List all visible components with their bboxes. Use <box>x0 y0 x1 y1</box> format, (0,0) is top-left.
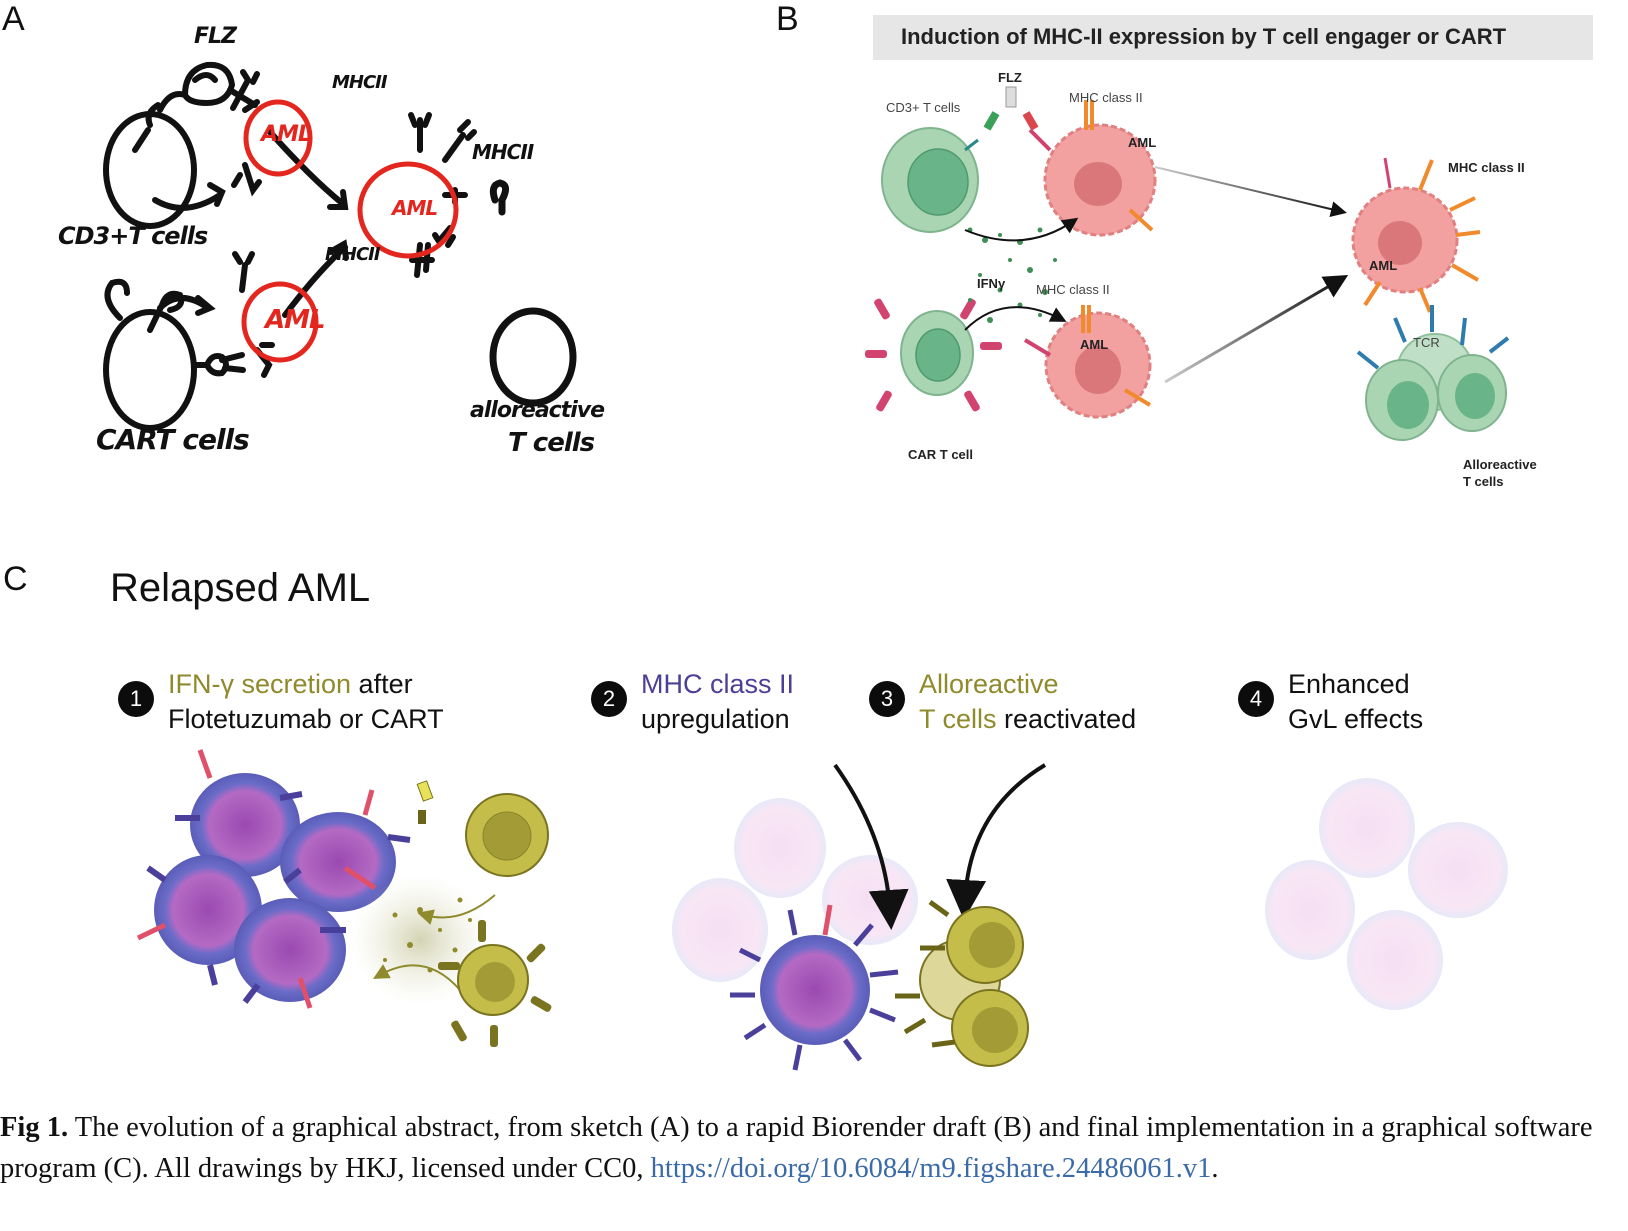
aml-cell-right <box>1351 157 1481 313</box>
aml-cell-right-circle <box>357 161 459 259</box>
step-3: 3 Alloreactive T cells reactivated <box>869 667 1136 737</box>
panel-b-title: Induction of MHC-II expression by T cell… <box>901 24 1507 49</box>
car-receptor-icon <box>104 278 185 333</box>
label-alloreactive: Alloreactive <box>1463 457 1537 472</box>
sketch-aml-right-label: AML <box>392 196 438 220</box>
label-ifny: IFNγ <box>977 276 1006 291</box>
faded-blast-cells-step2 <box>672 798 918 982</box>
arrow-aml-bottom-to-right <box>282 244 348 318</box>
sketch-cart-label: CART cells <box>96 423 250 456</box>
arrow-to-alloreactive-cells <box>946 763 1047 920</box>
flz-antibody-icon <box>145 61 236 128</box>
panel-c-illustration <box>136 749 1508 1071</box>
arrow-cart-to-aml <box>964 306 1067 331</box>
step-number-badge: 4 <box>1238 681 1274 717</box>
cd3-t-cell <box>881 127 979 233</box>
aml-cell-bottom-circle <box>241 281 319 363</box>
olive-car-t-cell <box>438 920 552 1047</box>
step-2-highlight: MHC class II <box>641 669 795 699</box>
sketch-t-cells-label: T cells <box>508 428 595 458</box>
panel-c-title: Relapsed AML <box>110 566 371 610</box>
caption-label: Fig 1. <box>0 1112 69 1143</box>
sketch-alloreactive-label: alloreactive <box>470 398 605 423</box>
caption-doi-link[interactable]: https://doi.org/10.6084/m9.figshare.2448… <box>650 1153 1212 1184</box>
caption-end: . <box>1211 1153 1219 1184</box>
label-aml-right: AML <box>1369 258 1398 273</box>
step-number-badge: 2 <box>591 681 627 717</box>
panel-c-label: C <box>3 560 28 598</box>
cart-cell-circle <box>103 309 197 431</box>
sketch-mhcii-top-label: MHCII <box>332 72 388 93</box>
sketch-aml-top-label: AML <box>261 122 312 147</box>
arrow-aml-top-to-right <box>267 129 346 207</box>
label-aml-mid: AML <box>1080 337 1109 352</box>
secretion-arrow-top <box>417 894 496 925</box>
step-3-highlight: Alloreactive <box>919 669 1059 699</box>
label-flz: FLZ <box>998 70 1022 85</box>
aml-cell-top <box>1028 100 1157 237</box>
sketch-mhcii-right-label: MHCII <box>472 140 534 164</box>
label-car-t-cell: CAR T cell <box>908 447 974 462</box>
step-4-line2: GvL effects <box>1288 704 1424 734</box>
car-t-cell <box>865 298 1002 412</box>
panel-a-sketch <box>103 61 577 431</box>
mhc-upregulated-blast <box>730 904 899 1071</box>
step-1-highlight: IFN-γ secretion <box>168 669 352 699</box>
label-t-cells: T cells <box>1463 474 1504 489</box>
step-number-badge: 3 <box>869 681 905 717</box>
sketch-mhcii-bottom-label: MHCII <box>325 244 381 265</box>
olive-t-cell-engager <box>416 780 549 877</box>
panel-b-label: B <box>776 0 799 38</box>
aml-cell-middle <box>1023 305 1152 419</box>
step-4-line1: Enhanced <box>1288 669 1410 699</box>
label-cd3-t-cells: CD3+ T cells <box>886 100 961 115</box>
arrow-cd3-to-aml <box>964 217 1079 242</box>
label-aml-top: AML <box>1128 135 1157 150</box>
alloreactive-t-cell-circle <box>489 307 577 407</box>
step-3-line2-highlight: T cells <box>919 704 997 734</box>
panel-b-title-bar: Induction of MHC-II expression by T cell… <box>873 15 1593 60</box>
caption-text: The evolution of a graphical abstract, f… <box>0 1112 1593 1184</box>
ifn-gamma-particles <box>967 227 1057 323</box>
sketch-flz-label: FLZ <box>194 24 237 49</box>
arrow-to-mhc-blast <box>833 763 909 930</box>
sketch-aml-bottom-label: AML <box>265 305 326 335</box>
label-mhc-class-ii-right: MHC class II <box>1448 160 1525 175</box>
faded-blast-cells-step4 <box>1265 778 1508 1010</box>
aml-blast-cells-step1 <box>136 749 411 1009</box>
arrow-cd3-to-aml <box>152 192 223 211</box>
step-number-badge: 1 <box>118 681 154 717</box>
step-2-line2: upregulation <box>641 704 790 734</box>
panel-b-diagram <box>865 86 1510 441</box>
label-mhc-class-ii-mid: MHC class II <box>1036 282 1110 297</box>
step-1-line2: Flotetuzumab or CART <box>168 704 444 734</box>
step-1-rest: after <box>351 669 413 699</box>
sketch-cd3-label: CD3+T cells <box>58 222 208 250</box>
alloreactive-olive-t-cells <box>895 899 1029 1067</box>
secretion-arrow-bottom <box>373 964 461 991</box>
aml-cell-top-circle <box>243 99 313 177</box>
arrow-aml-mid-to-right <box>1164 274 1349 384</box>
alloreactive-t-cells <box>1356 305 1510 441</box>
step-3-line2: reactivated <box>996 704 1137 734</box>
label-tcr: TCR <box>1413 335 1440 350</box>
figure-caption: Fig 1. The evolution of a graphical abst… <box>0 1107 1628 1189</box>
flz-antibody-icon <box>983 86 1039 131</box>
panel-a-label: A <box>2 0 25 38</box>
step-2: 2 MHC class II upregulation <box>591 667 794 737</box>
label-mhc-class-ii-top: MHC class II <box>1069 90 1143 105</box>
arrow-aml-top-to-right <box>1154 166 1347 217</box>
